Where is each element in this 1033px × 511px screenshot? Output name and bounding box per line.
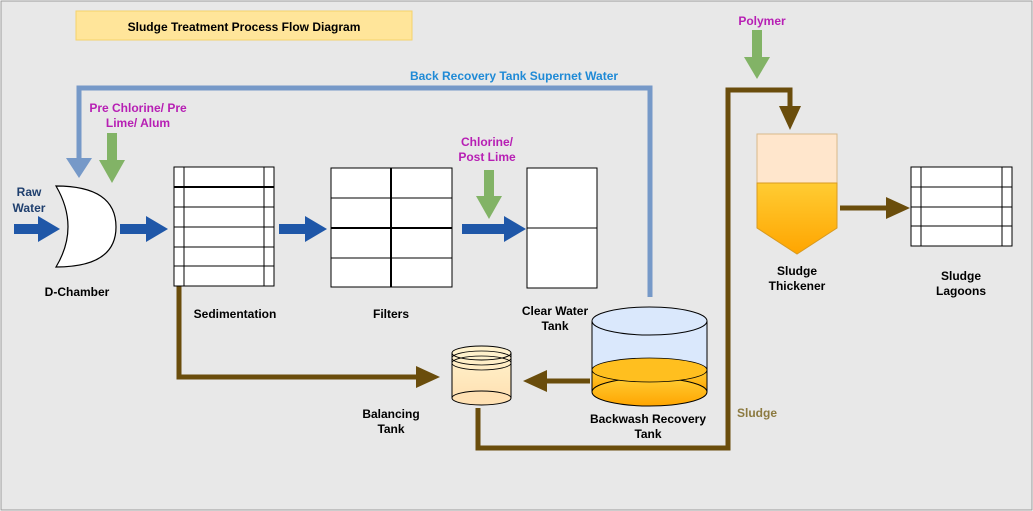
diagram-title: Sludge Treatment Process Flow Diagram [128,20,361,34]
d-chamber-label: D-Chamber [45,285,110,299]
sludge-line-balancing-to-thickener [475,87,793,451]
water-arrow-sedimentation-to-filters [279,216,327,242]
balancing-label-line2: Tank [377,422,404,436]
chemical-arrow-pre-chlorine [99,133,125,183]
balancing-label-line1: Balancing [362,407,419,421]
balancing-tank [451,345,512,406]
chemical-arrow-chlorine [476,170,502,219]
chlorine-label-line1: Chlorine/ [461,135,514,149]
thickener-label-line1: Sludge [777,264,817,278]
title-box [75,10,413,41]
sludge-arrow-into-balancing [416,366,440,388]
sludge-label: Sludge [737,406,777,420]
backwash-label-line2: Tank [634,427,661,441]
water-arrow-filters-to-clearwater [462,216,526,242]
d-chamber-shape [54,185,117,268]
filters-unit [330,167,453,288]
water-arrow-raw [14,216,60,242]
backwash-label-line1: Backwash Recovery [590,412,706,426]
sedimentation-label: Sedimentation [194,307,277,321]
sedimentation-tank [173,166,275,287]
polymer-label: Polymer [738,14,786,28]
sludge-thickener [756,133,838,255]
sludge-arrow-into-thickener [779,106,801,130]
filters-label: Filters [373,307,409,321]
clear-water-label-line2: Tank [541,319,568,333]
supernet-recycle-line [76,85,653,297]
clear-water-tank [526,167,598,289]
water-arrow-dchamber-to-sedimentation [120,216,168,242]
clear-water-label-line1: Clear Water [522,304,589,318]
thickener-label-line2: Thickener [769,279,826,293]
pre-chlorine-label-line2: Lime/ Alum [106,116,170,130]
raw-water-label-line2: Water [13,201,46,215]
pre-chlorine-label-line1: Pre Chlorine/ Pre [89,101,187,115]
lagoons-label-line2: Lagoons [936,284,986,298]
lagoons-label-line1: Sludge [941,269,981,283]
sludge-line-sedimentation-to-balancing [176,286,418,380]
sludge-lagoons [910,166,1013,247]
supernet-label: Back Recovery Tank Supernet Water [410,69,618,83]
supernet-arrow-head [66,158,92,178]
chlorine-label-line2: Post Lime [458,150,516,164]
sludge-arrow-into-lagoons [886,197,910,219]
raw-water-label-line1: Raw [17,185,42,199]
backwash-recovery-tank [591,306,708,407]
chemical-arrow-polymer [744,30,770,79]
sludge-arrow-into-balancing-from-backwash [523,370,547,392]
